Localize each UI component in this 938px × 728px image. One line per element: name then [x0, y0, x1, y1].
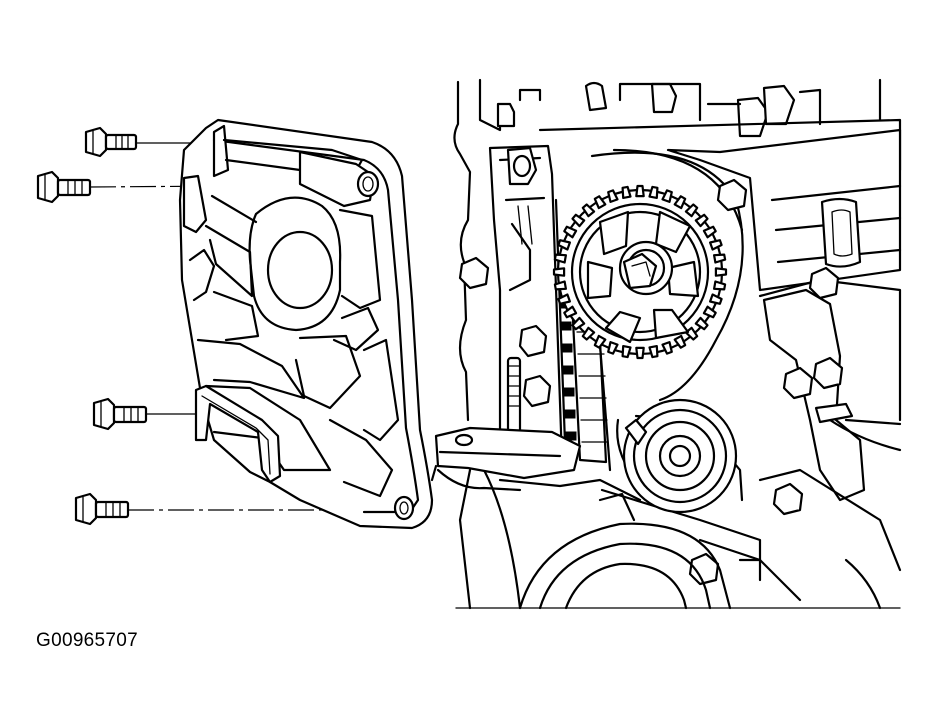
bolt-4 — [74, 492, 130, 526]
bolt-2 — [36, 170, 92, 204]
sprocket-tooth — [607, 189, 619, 203]
engine-block-outline — [453, 78, 902, 610]
sprocket-tooth — [593, 334, 607, 349]
timing-belt-cover — [178, 118, 434, 530]
sprocket-tooth — [635, 346, 645, 360]
housing-bolts — [458, 178, 854, 586]
sprocket-tooth — [708, 293, 723, 305]
sprocket-tooth — [557, 239, 572, 251]
sprocket-tooth — [694, 316, 709, 331]
sprocket-tooth — [552, 267, 566, 277]
mounting-bracket — [430, 426, 582, 492]
sprocket-tooth — [702, 225, 717, 239]
sprocket-tooth — [694, 213, 709, 228]
tensioner-pulley — [616, 398, 738, 514]
sprocket-tooth — [581, 203, 596, 218]
sprocket-tooth — [553, 280, 568, 291]
rear-timing-plate — [488, 144, 564, 468]
bolt-3 — [92, 397, 148, 431]
sprocket-tooth — [553, 253, 568, 264]
bolt-1 — [84, 126, 138, 158]
sprocket-tooth — [607, 341, 619, 355]
sprocket-tooth — [714, 267, 728, 277]
sprocket-tooth — [702, 305, 717, 319]
sprocket-tooth — [581, 326, 596, 341]
sprocket-tooth — [557, 293, 572, 305]
crankshaft-pulley — [518, 492, 732, 610]
sprocket-tooth — [684, 203, 699, 218]
figure-id-label: G00965707 — [36, 630, 139, 651]
camshaft-sprocket — [552, 184, 728, 360]
sprocket-tooth — [712, 253, 727, 264]
sprocket-tooth — [571, 213, 586, 228]
sprocket-tooth — [635, 184, 645, 198]
sprocket-tooth — [563, 225, 578, 239]
sprocket-tooth — [648, 345, 659, 359]
sprocket-tooth — [661, 341, 673, 355]
sprocket-tooth — [648, 185, 659, 199]
cover-seal-strip — [194, 384, 282, 484]
sprocket-tooth — [563, 305, 578, 319]
sprocket-tooth — [593, 195, 607, 210]
sprocket-tooth — [673, 195, 687, 210]
sprocket-tooth — [661, 189, 673, 203]
sprocket-tooth — [571, 316, 586, 331]
sprocket-tooth — [708, 239, 723, 251]
sprocket-tooth — [621, 345, 632, 359]
sprocket-tooth — [712, 280, 727, 291]
sprocket-tooth — [621, 185, 632, 199]
sprocket-tooth — [673, 334, 687, 349]
